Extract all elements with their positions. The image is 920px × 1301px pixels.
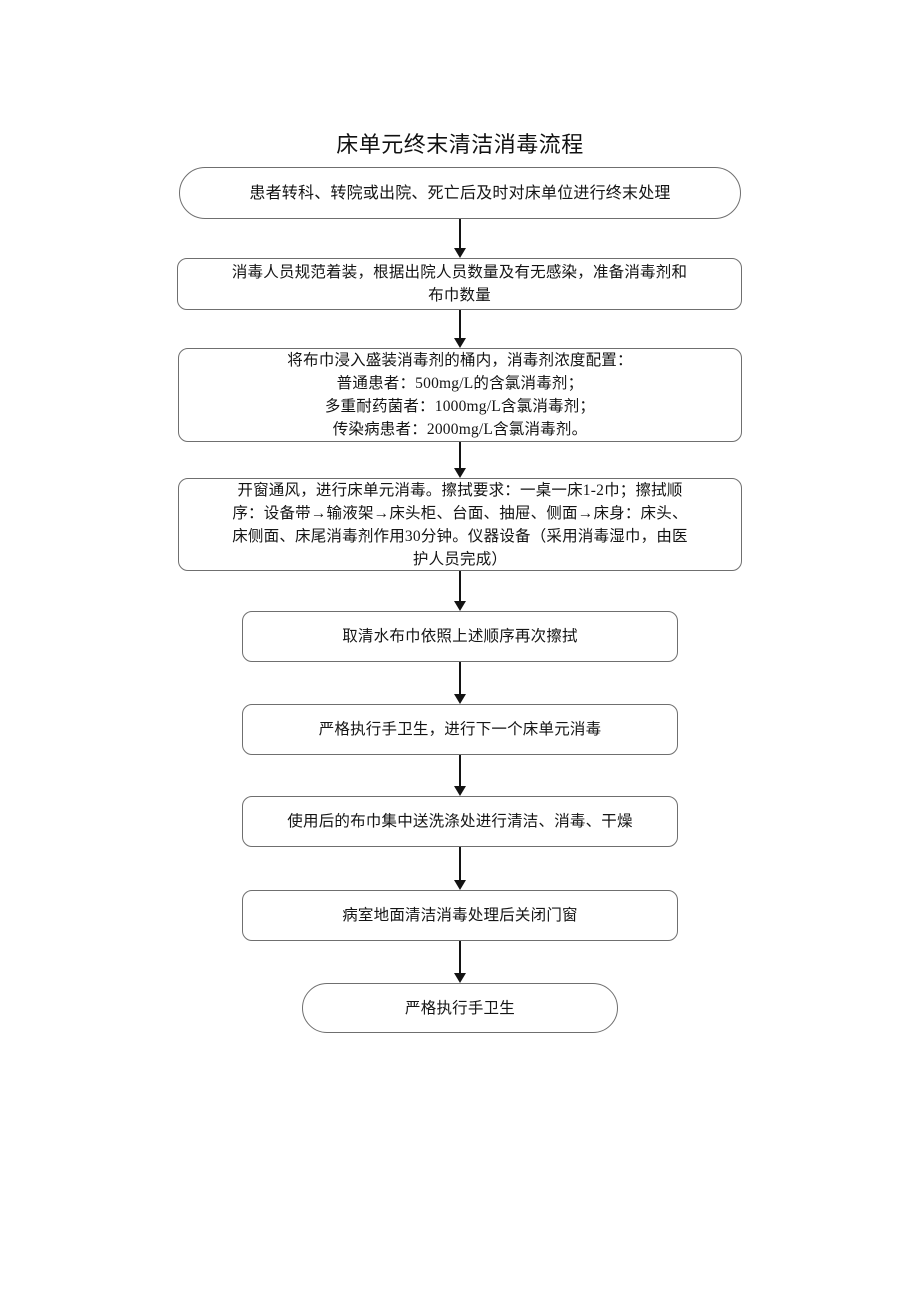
flow-node-line: 使用后的布巾集中送洗涤处进行清洁、消毒、干燥 (287, 813, 633, 830)
flow-node-text: 患者转科、转院或出院、死亡后及时对床单位进行终末处理 (190, 182, 730, 205)
arrow-down-icon (453, 442, 467, 478)
flow-node-disinfectant-concentration: 将布巾浸入盛装消毒剂的桶内，消毒剂浓度配置： 普通患者：500mg/L的含氯消毒… (178, 348, 742, 442)
arrow-down-icon (453, 662, 467, 704)
flow-node-line: 护人员完成） (412, 550, 508, 568)
flow-node-line: 严格执行手卫生，进行下一个床单元消毒 (318, 721, 602, 738)
flow-node-line: 严格执行手卫生 (405, 999, 515, 1017)
flow-node-line: 布巾数量 (428, 287, 491, 304)
flow-node-line: 病室地面清洁消毒处理后关闭门窗 (342, 907, 578, 924)
flow-node-text: 严格执行手卫生 (313, 997, 607, 1020)
arrow-down-icon (453, 571, 467, 611)
arrow-down-icon (453, 847, 467, 890)
flow-node-line: 传染病患者：2000mg/L含氯消毒剂。 (332, 421, 588, 438)
flow-node-floor-cleaning: 病室地面清洁消毒处理后关闭门窗 (242, 890, 678, 941)
flow-node-end-hand-hygiene: 严格执行手卫生 (302, 983, 618, 1033)
flow-node-prepare-staff: 消毒人员规范着装，根据出院人员数量及有无感染，准备消毒剂和 布巾数量 (177, 258, 742, 310)
flow-node-text: 严格执行手卫生，进行下一个床单元消毒 (253, 718, 667, 741)
flow-node-line: 序：设备带→输液架→床头柜、台面、抽屉、侧面→床身：床头、 (232, 504, 688, 522)
arrow-down-icon (453, 941, 467, 983)
arrow-down-icon (453, 310, 467, 348)
page-title: 床单元终末清洁消毒流程 (336, 132, 584, 157)
flow-node-text: 消毒人员规范着装，根据出院人员数量及有无感染，准备消毒剂和 布巾数量 (188, 261, 731, 307)
flow-node-line: 取清水布巾依照上述顺序再次擦拭 (342, 628, 578, 645)
flow-node-start: 患者转科、转院或出院、死亡后及时对床单位进行终末处理 (179, 167, 741, 219)
flow-node-cloth-laundry: 使用后的布巾集中送洗涤处进行清洁、消毒、干燥 (242, 796, 678, 847)
flow-node-line: 多重耐药菌者：1000mg/L含氯消毒剂； (324, 398, 596, 415)
flow-node-hand-hygiene-next-bed: 严格执行手卫生，进行下一个床单元消毒 (242, 704, 678, 755)
flow-node-line: 消毒人员规范着装，根据出院人员数量及有无感染，准备消毒剂和 (231, 264, 688, 281)
flow-node-text: 将布巾浸入盛装消毒剂的桶内，消毒剂浓度配置： 普通患者：500mg/L的含氯消毒… (189, 349, 731, 441)
arrow-down-icon (453, 219, 467, 258)
flow-node-line: 开窗通风，进行床单元消毒。擦拭要求：一桌一床1-2巾；擦拭顺 (237, 481, 683, 499)
flow-node-line: 普通患者：500mg/L的含氯消毒剂； (336, 375, 584, 392)
flow-node-text: 使用后的布巾集中送洗涤处进行清洁、消毒、干燥 (253, 810, 667, 833)
flow-node-text: 开窗通风，进行床单元消毒。擦拭要求：一桌一床1-2巾；擦拭顺 序：设备带→输液架… (189, 479, 731, 571)
flow-node-text: 取清水布巾依照上述顺序再次擦拭 (253, 625, 667, 648)
flow-node-clean-water-wipe: 取清水布巾依照上述顺序再次擦拭 (242, 611, 678, 662)
flow-node-text: 病室地面清洁消毒处理后关闭门窗 (253, 904, 667, 927)
flow-node-line: 患者转科、转院或出院、死亡后及时对床单位进行终末处理 (249, 184, 671, 202)
flow-node-line: 将布巾浸入盛装消毒剂的桶内，消毒剂浓度配置： (287, 352, 633, 369)
flow-node-wiping-procedure: 开窗通风，进行床单元消毒。擦拭要求：一桌一床1-2巾；擦拭顺 序：设备带→输液架… (178, 478, 742, 571)
flow-node-line: 床侧面、床尾消毒剂作用30分钟。仪器设备（采用消毒湿巾，由医 (232, 527, 688, 545)
arrow-down-icon (453, 755, 467, 796)
